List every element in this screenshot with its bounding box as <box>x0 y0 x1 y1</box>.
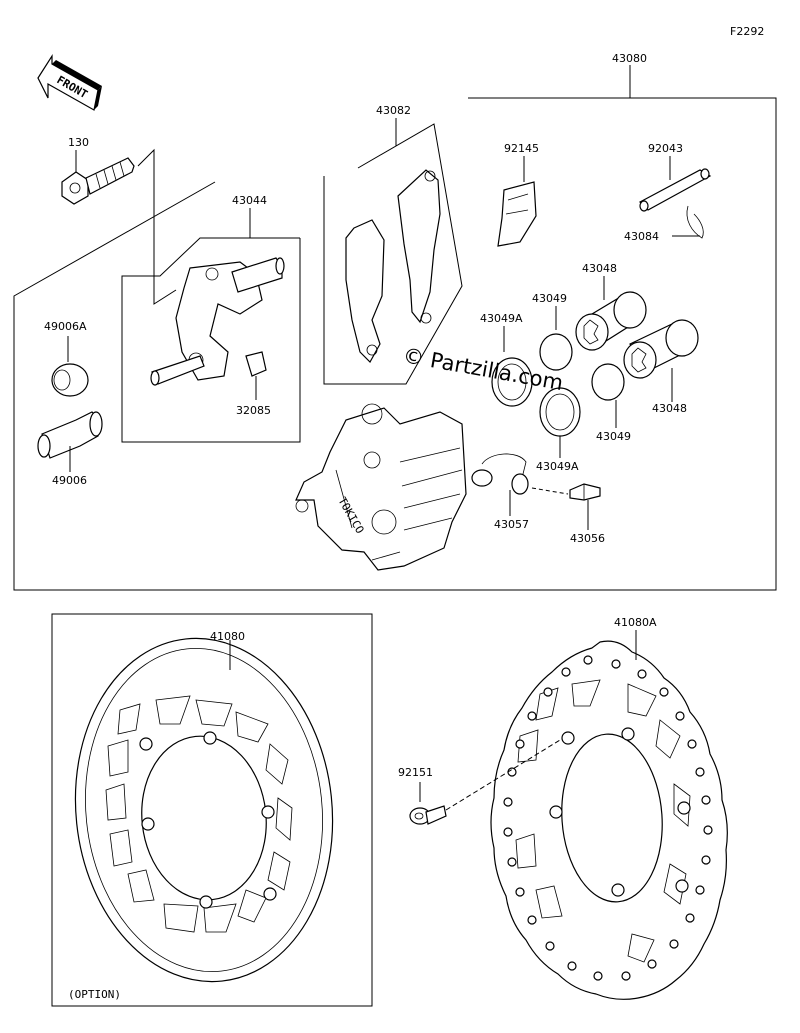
caliper-body: TOKICO <box>295 403 467 571</box>
caliper-bracket-43044 <box>150 257 285 386</box>
label-41080: 41080 <box>210 630 245 643</box>
seal-43049-top <box>539 333 573 371</box>
label-49006A: 49006A <box>44 320 87 333</box>
fitting-43057 <box>471 453 529 495</box>
caliper-assembly-boundary <box>13 97 777 591</box>
front-arrow-icon: FRONT <box>37 53 102 111</box>
label-43049-top: 43049 <box>532 292 567 305</box>
figure-code: F2292 <box>730 25 764 38</box>
pad-pin-92043 <box>639 168 712 212</box>
label-92043: 92043 <box>648 142 683 155</box>
piston-43048-top <box>575 291 647 351</box>
label-92151: 92151 <box>398 766 433 779</box>
pin-49006 <box>37 411 103 459</box>
disc-bolt-92151 <box>409 805 447 825</box>
label-43049A-top: 43049A <box>480 312 523 325</box>
label-43048-top: 43048 <box>582 262 617 275</box>
label-43080: 43080 <box>612 52 647 65</box>
brake-disc-41080 <box>74 637 334 983</box>
boot-49006A <box>51 363 89 397</box>
label-43049A-bottom: 43049A <box>536 460 579 473</box>
leader-130-path <box>137 148 177 305</box>
label-43082: 43082 <box>376 104 411 117</box>
label-43057: 43057 <box>494 518 529 531</box>
bolt-130: 130 <box>61 136 135 205</box>
label-49006: 49006 <box>52 474 87 487</box>
pad-spring-92145 <box>497 181 537 247</box>
label-43049-bottom: 43049 <box>596 430 631 443</box>
bleeder-43056 <box>569 483 601 501</box>
label-92145: 92145 <box>504 142 539 155</box>
brake-pad-left <box>345 219 385 363</box>
label-43048-bottom: 43048 <box>652 402 687 415</box>
brake-pad-right <box>397 169 441 324</box>
piston-43048-bottom <box>623 319 699 379</box>
label-43084: 43084 <box>624 230 659 243</box>
pads-43082-box <box>323 123 463 385</box>
option-label: (OPTION) <box>68 988 121 1001</box>
label-43044: 43044 <box>232 194 267 207</box>
seal-43049-bottom <box>591 363 625 401</box>
dust-seal-43049A-top <box>491 357 533 407</box>
label-32085: 32085 <box>236 404 271 417</box>
label-43056: 43056 <box>570 532 605 545</box>
label-41080A: 41080A <box>614 616 657 629</box>
label-130: 130 <box>68 136 89 149</box>
dust-seal-43049A-bottom <box>539 387 581 437</box>
option-disc-box <box>51 613 373 1007</box>
wave-brake-disc-41080A <box>490 640 728 1000</box>
disc-41080A-perimeter-holes <box>503 655 713 981</box>
clip-43084 <box>686 205 704 239</box>
bracket-43044-box <box>121 237 301 443</box>
